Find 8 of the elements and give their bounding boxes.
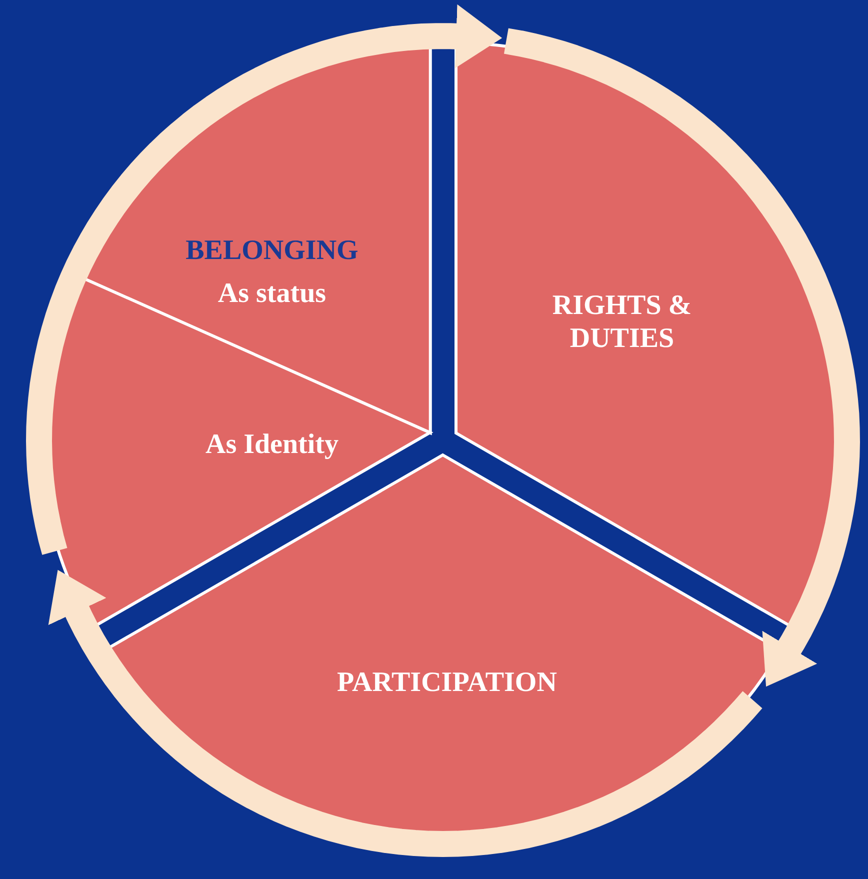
sector-label: RIGHTS & DUTIES [551,288,693,356]
sector-label: As status [218,277,326,311]
cycle-arrow [504,28,860,687]
sector-label: PARTICIPATION [337,666,557,700]
cycle-arrow [48,570,762,857]
cycle-arrow [26,4,502,555]
sector-heading: BELONGING [186,234,358,268]
sector-label: As Identity [205,428,338,462]
